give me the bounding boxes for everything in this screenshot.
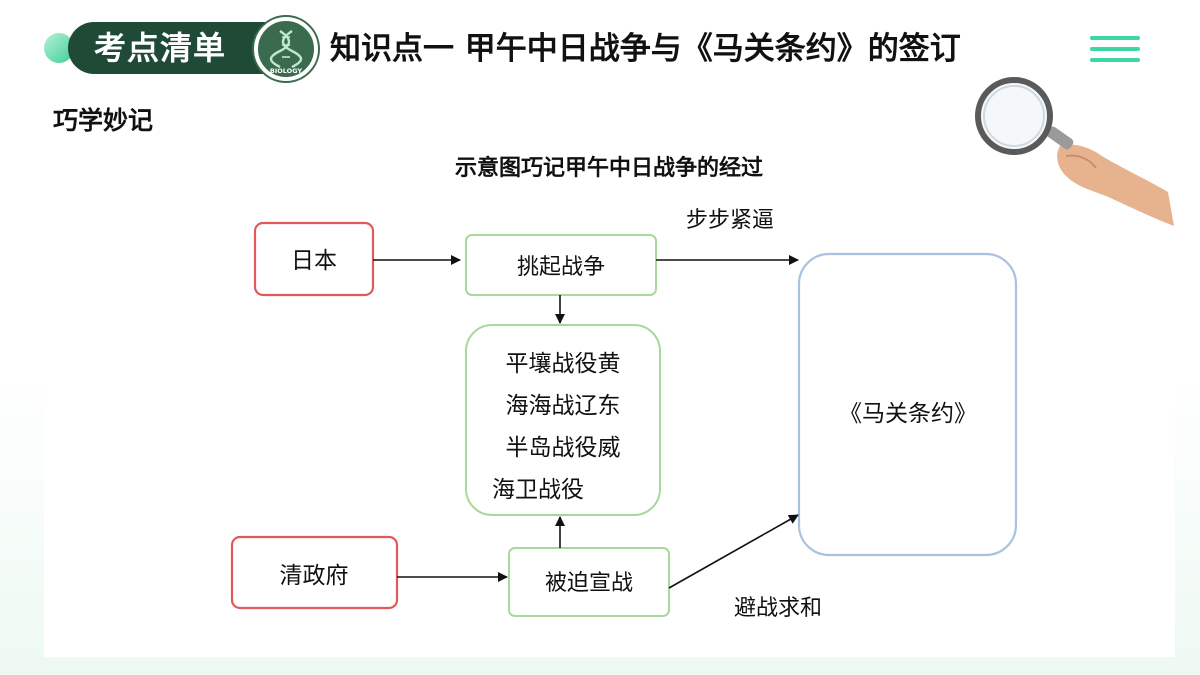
logo-text: BIOLOGY [270, 67, 303, 75]
section-label: 巧学妙记 [53, 106, 154, 135]
diagram-panel: 示意图巧记甲午中日战争的经过 日本 挑起战争 平壤战役黄 海海战辽东 半岛战役威… [44, 143, 1175, 657]
hamburger-menu-icon[interactable] [1090, 36, 1140, 62]
battles-line-3: 半岛战役威 [506, 435, 621, 461]
edge-label-avoid-war: 避战求和 [734, 596, 822, 621]
header-badge [68, 22, 290, 74]
battles-line-4: 海卫战役 [492, 477, 584, 503]
node-qing [230, 535, 399, 610]
node-forced-label: 被迫宣战 [545, 571, 633, 596]
node-treaty-label: 《马关条约》 [839, 401, 977, 427]
node-treaty [797, 252, 1018, 557]
header-badge-label: 考点清单 [94, 29, 227, 67]
battles-line-1: 平壤战役黄 [506, 351, 621, 377]
node-japan-label: 日本 [291, 248, 337, 274]
flow-diagram: 示意图巧记甲午中日战争的经过 日本 挑起战争 平壤战役黄 海海战辽东 半岛战役威… [230, 155, 1018, 621]
edge-forced-treaty [668, 514, 799, 589]
node-provoke-label: 挑起战争 [517, 255, 605, 280]
battles-line-2: 海海战辽东 [506, 393, 621, 419]
magnifier-icon [975, 77, 1174, 226]
dna-icon: BIOLOGY [254, 17, 318, 81]
node-battles [465, 324, 661, 516]
node-japan [253, 221, 375, 297]
node-forced-war [508, 547, 670, 617]
node-qing-label: 清政府 [280, 563, 349, 589]
edge-label-step-by-step: 步步紧逼 [686, 208, 774, 233]
page-title: 知识点一 甲午中日战争与《马关条约》的签订 [330, 31, 961, 67]
node-provoke-war [465, 234, 657, 296]
diagram-title: 示意图巧记甲午中日战争的经过 [455, 155, 763, 181]
